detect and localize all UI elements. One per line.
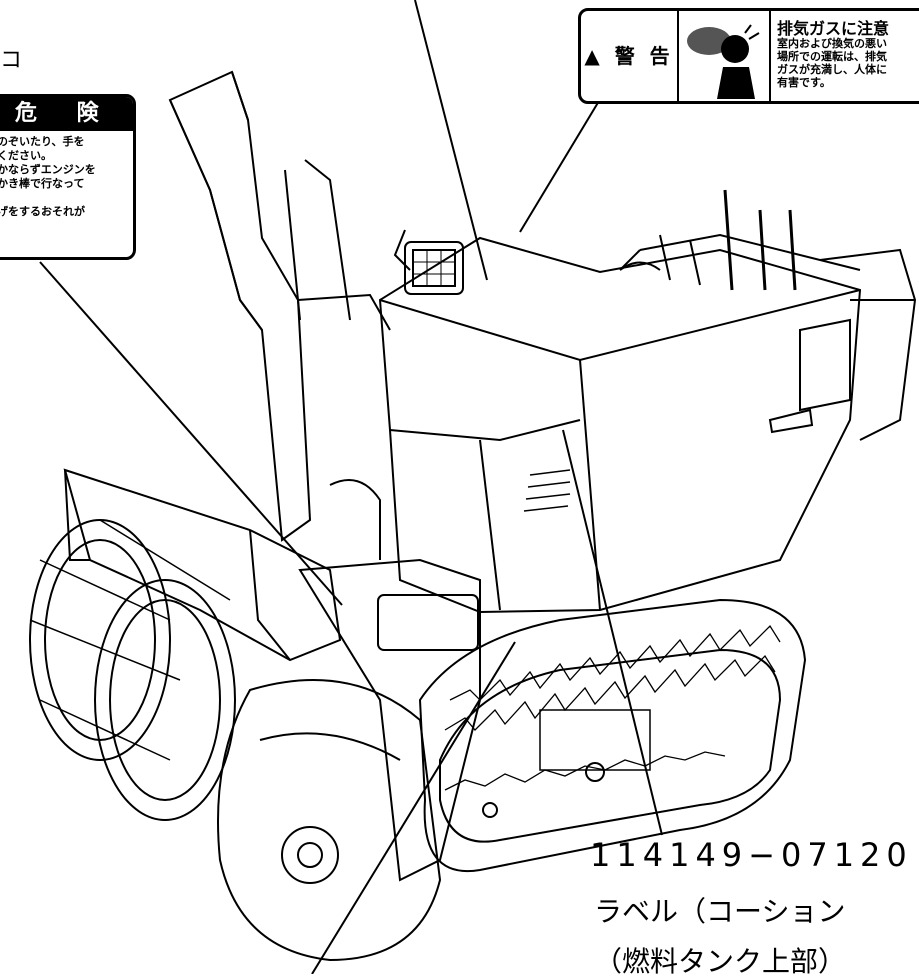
part-number: 114149−07120 (590, 836, 913, 874)
danger-label-text: のぞいたり、手を ください。 かならずエンジンを かき棒で行なって げをするおそ… (0, 131, 133, 219)
danger-label-heading: 危 険 (0, 97, 133, 131)
danger-line: げをするおそれが (0, 205, 85, 218)
danger-label: 危 険 のぞいたり、手を ください。 かならずエンジンを かき棒で行なって げを… (0, 94, 136, 260)
warning-line: 室内および換気の悪い (777, 37, 887, 50)
warning-sign-text: 警 告 (614, 44, 674, 68)
warning-text: 室内および換気の悪い 場所での運転は、排気 ガスが充満し、人体に 有害です。 (777, 37, 887, 89)
danger-line: かき棒で行なって (0, 177, 85, 190)
warning-line: 場所での運転は、排気 (777, 50, 887, 63)
label-name: ラベル（コーション (594, 895, 846, 928)
label-location: （燃料タンク上部） (594, 945, 847, 978)
danger-line: のぞいたり、手を (0, 135, 85, 148)
cropped-callout-text: コ (0, 48, 23, 73)
warning-line: 有害です。 (777, 76, 831, 89)
warning-triangle-icon: ▲ (584, 44, 604, 68)
danger-line: ください。 (0, 149, 52, 162)
warning-sign: ▲ 警 告 (581, 11, 679, 101)
danger-line: かならずエンジンを (0, 163, 96, 176)
exhaust-person-icon (679, 11, 771, 101)
danger-line (0, 191, 129, 205)
warning-line: ガスが充満し、人体に (777, 63, 887, 76)
exhaust-warning-label: ▲ 警 告 排気ガスに注意 室内および換気の悪い 場所での運転は、排気 ガスが充… (578, 8, 919, 104)
warning-title: 排気ガスに注意 (777, 19, 890, 38)
